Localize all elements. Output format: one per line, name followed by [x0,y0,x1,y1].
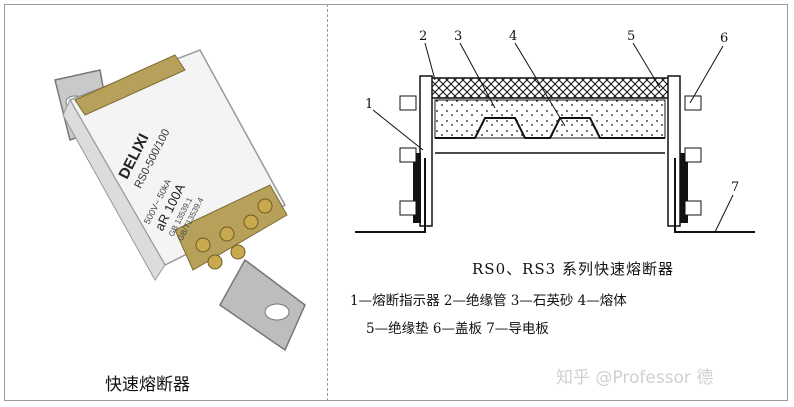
legend-line-1: 1—熔断指示器 2—绝缘管 3—石英砂 4—熔体 [350,293,627,309]
callout-4: 4 [509,29,517,44]
legend-line-2: 5—绝缘垫 6—盖板 7—导电板 [366,321,549,337]
callout-1: 1 [365,97,373,112]
fuse-cross-section-diagram: 1 2 3 4 5 6 7 [355,29,755,233]
callout-3: 3 [454,29,462,44]
fuse-photo: DELIXI RS0-500/100 500V~ 50kA aR 100A GB… [54,49,306,352]
callout-7: 7 [731,180,739,195]
callout-6: 6 [720,31,728,46]
figure-frame [4,4,788,401]
callout-5: 5 [627,29,635,44]
panel-divider [327,4,328,401]
diagram-title: RS0、RS3 系列快速熔断器 [472,260,674,278]
watermark: 知乎 @Professor 德 [556,368,714,388]
callout-2: 2 [419,29,427,44]
left-caption: 快速熔断器 [105,375,190,395]
